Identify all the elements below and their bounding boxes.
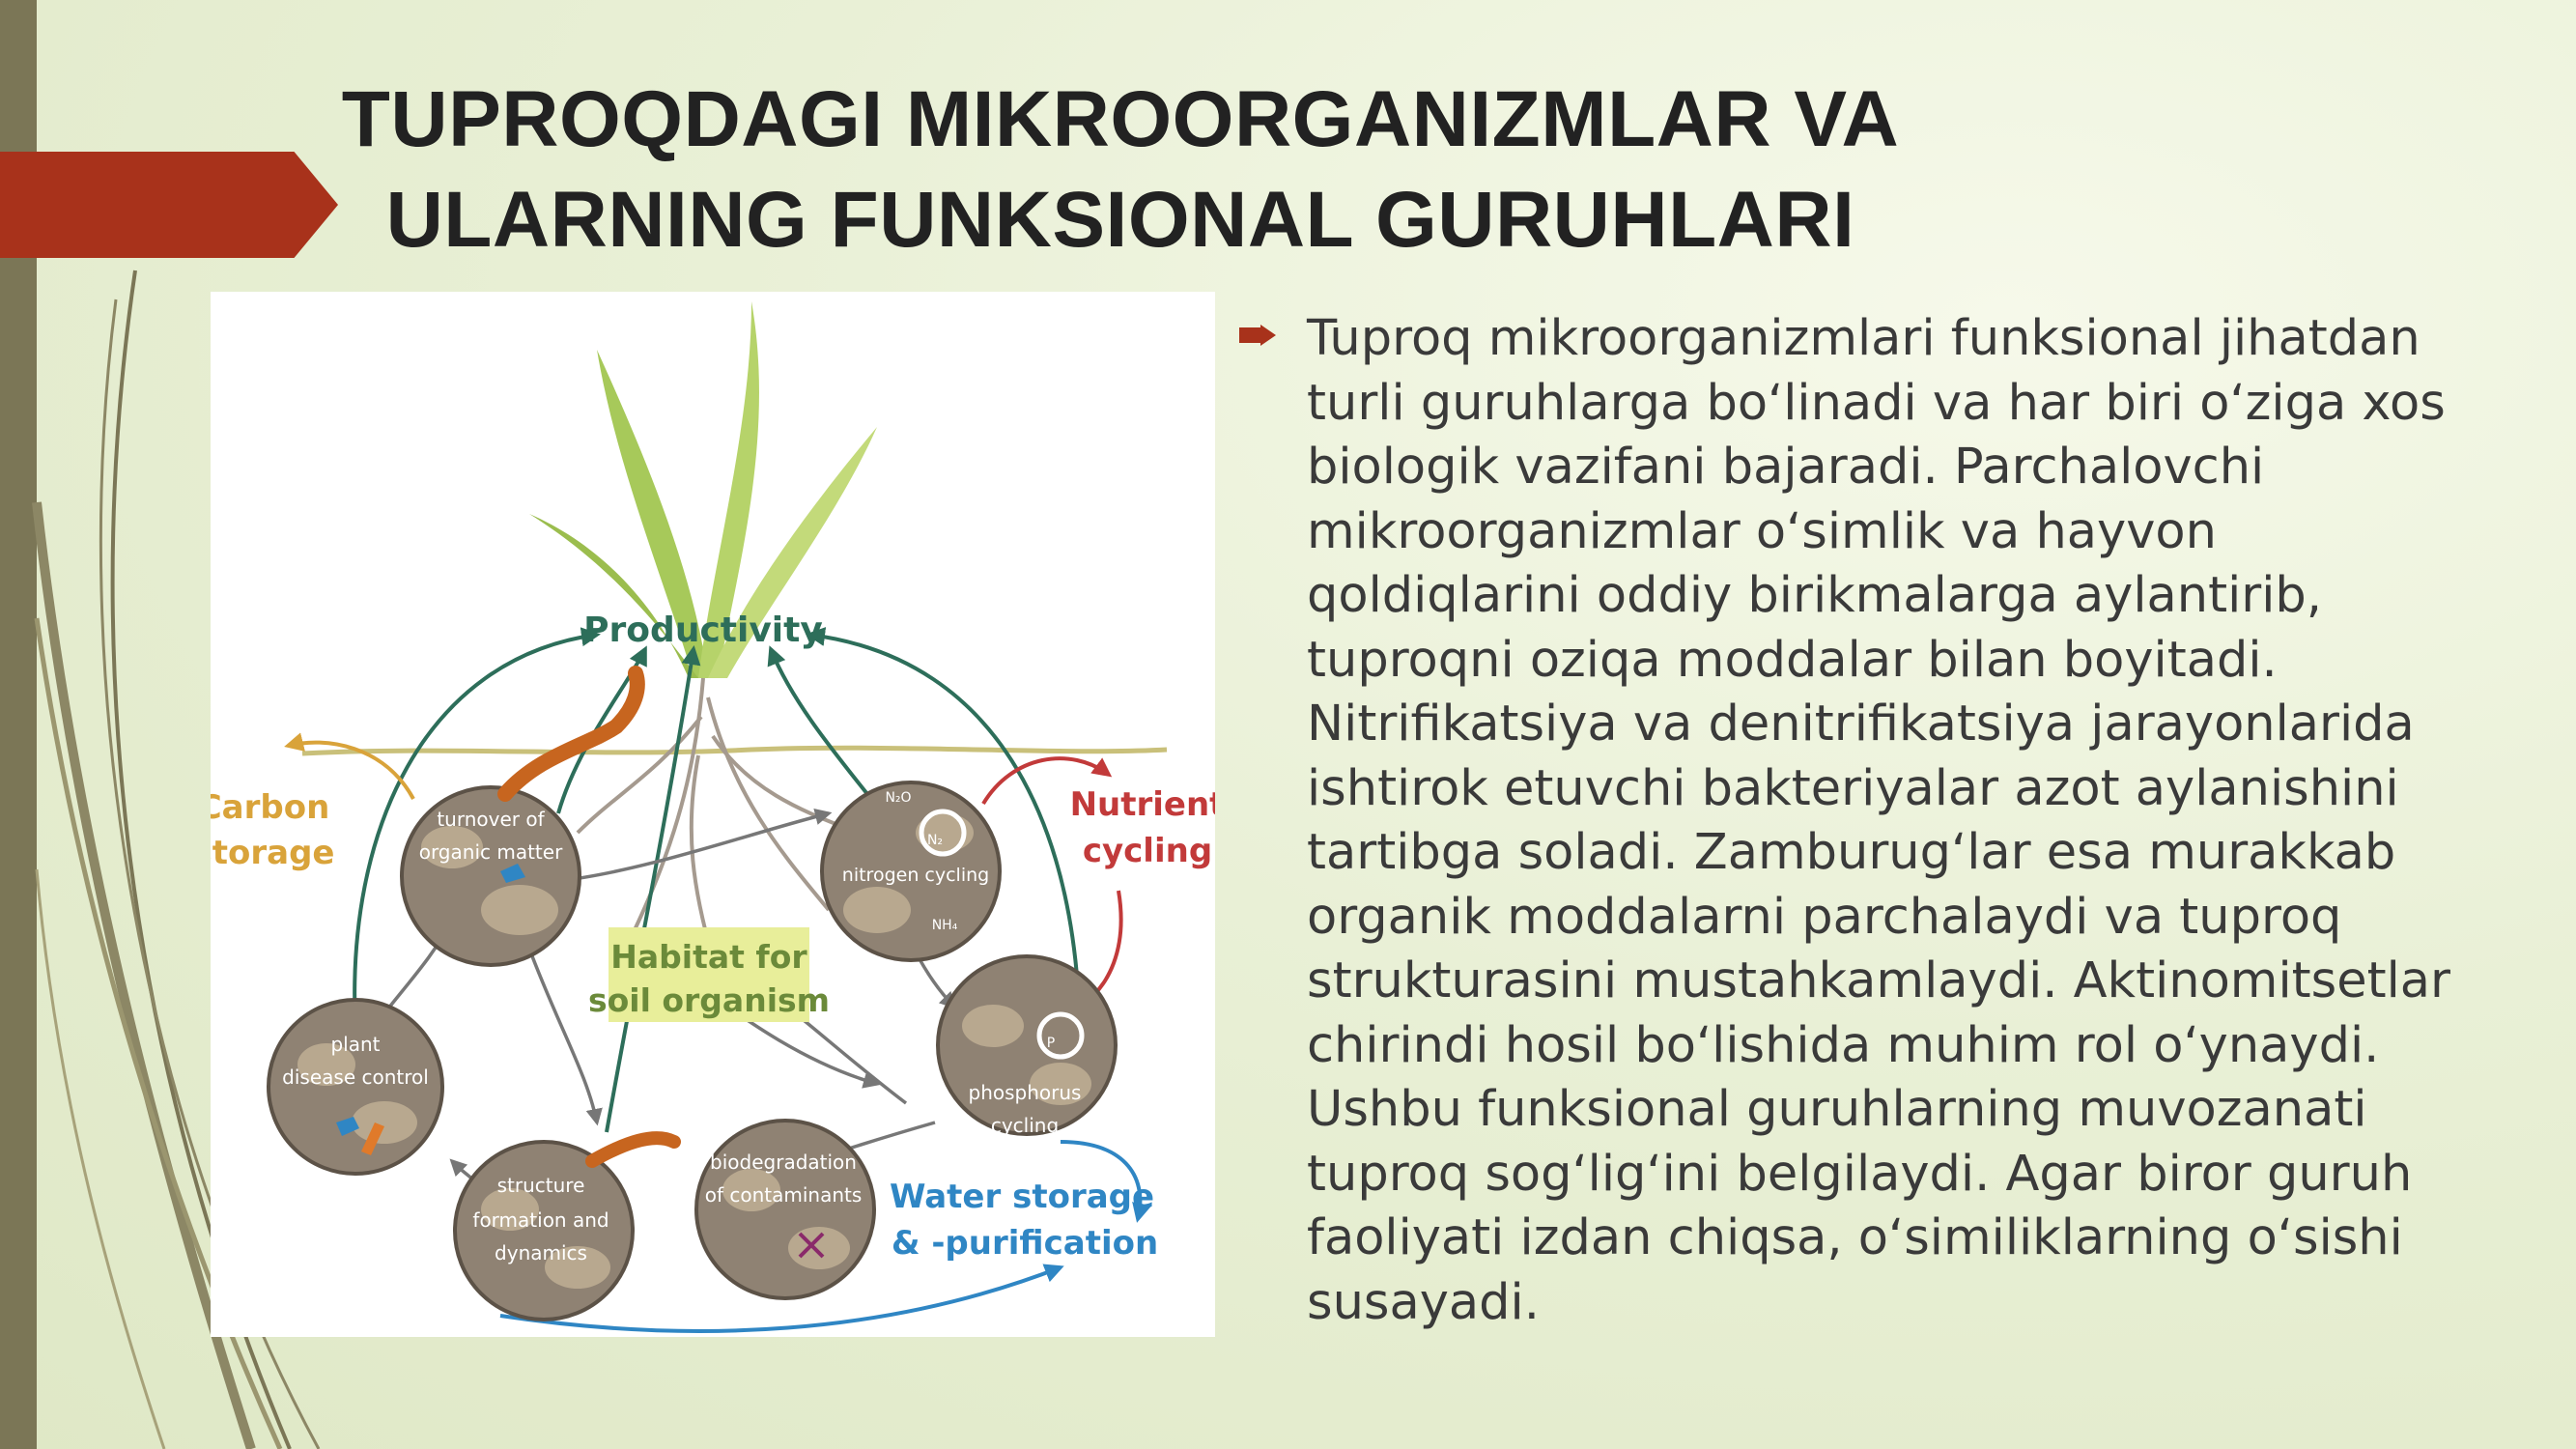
soil-circle-turnover xyxy=(400,785,581,967)
plant-icon xyxy=(529,301,877,678)
ground-line xyxy=(301,745,1168,756)
turnover-label-1: turnover of xyxy=(437,808,545,831)
soil-circle-biodegradation xyxy=(694,1119,876,1300)
habitat-label-2: soil organism xyxy=(588,981,830,1019)
habitat-label-box xyxy=(609,927,809,1022)
carbon-storage-label-1: Carbon xyxy=(211,788,329,827)
structure-label-1: structure xyxy=(497,1174,585,1197)
structure-label-2: formation and xyxy=(472,1208,609,1232)
plant-disease-label-1: plant xyxy=(330,1033,380,1056)
phosphorus-label-1: phosphorus xyxy=(969,1081,1082,1104)
nutrient-cycling-label-1: Nutrient xyxy=(1070,785,1215,824)
title-line-2: ULARNING FUNKSIONAL GURUHLARI xyxy=(385,176,1855,264)
soil-circle-structure xyxy=(453,1140,635,1321)
biodegradation-label-2: of contaminants xyxy=(705,1183,863,1207)
carbon-storage-label-2: storage xyxy=(211,834,334,872)
nutrient-cycling-label-2: cycling xyxy=(1083,832,1212,870)
arrow-bullet-icon xyxy=(1239,325,1276,346)
p-label: P xyxy=(1047,1036,1055,1051)
n2-label: N₂ xyxy=(927,833,943,848)
plant-disease-label-2: disease control xyxy=(282,1065,429,1089)
phosphorus-label-2: cycling xyxy=(991,1114,1059,1137)
nh4-label: NH₄ xyxy=(932,918,958,933)
water-storage-label-2: & -purification xyxy=(892,1224,1158,1263)
biodegradation-label-1: biodegradation xyxy=(710,1151,857,1174)
nitrogen-cycling-label: nitrogen cycling xyxy=(842,865,989,886)
earthworm-icon-2 xyxy=(585,1131,681,1168)
soil-circle-plant-disease xyxy=(267,998,444,1176)
soil-functions-diagram: Productivity Carbon storage Nutrient cyc… xyxy=(211,292,1215,1337)
turnover-label-2: organic matter xyxy=(419,840,563,864)
water-storage-label-1: Water storage xyxy=(890,1178,1154,1216)
slide-title: TUPROQDAGI MIKROORGANIZMLAR VA ULARNING … xyxy=(290,70,1951,270)
title-arrow-tab xyxy=(0,152,338,258)
structure-label-3: dynamics xyxy=(495,1241,587,1264)
productivity-label: Productivity xyxy=(583,611,823,650)
roots-icon xyxy=(576,677,859,969)
n2o-label: N₂O xyxy=(885,790,911,806)
habitat-label-1: Habitat for xyxy=(610,938,807,976)
soil-circle-phosphorus xyxy=(936,954,1118,1136)
body-text: Tuproq mikroorganizmlari funksional jiha… xyxy=(1307,310,2450,1331)
soil-circle-nitrogen xyxy=(820,781,1002,962)
title-line-1: TUPROQDAGI MIKROORGANIZMLAR VA xyxy=(341,75,1900,163)
earthworm-icon xyxy=(497,666,645,802)
